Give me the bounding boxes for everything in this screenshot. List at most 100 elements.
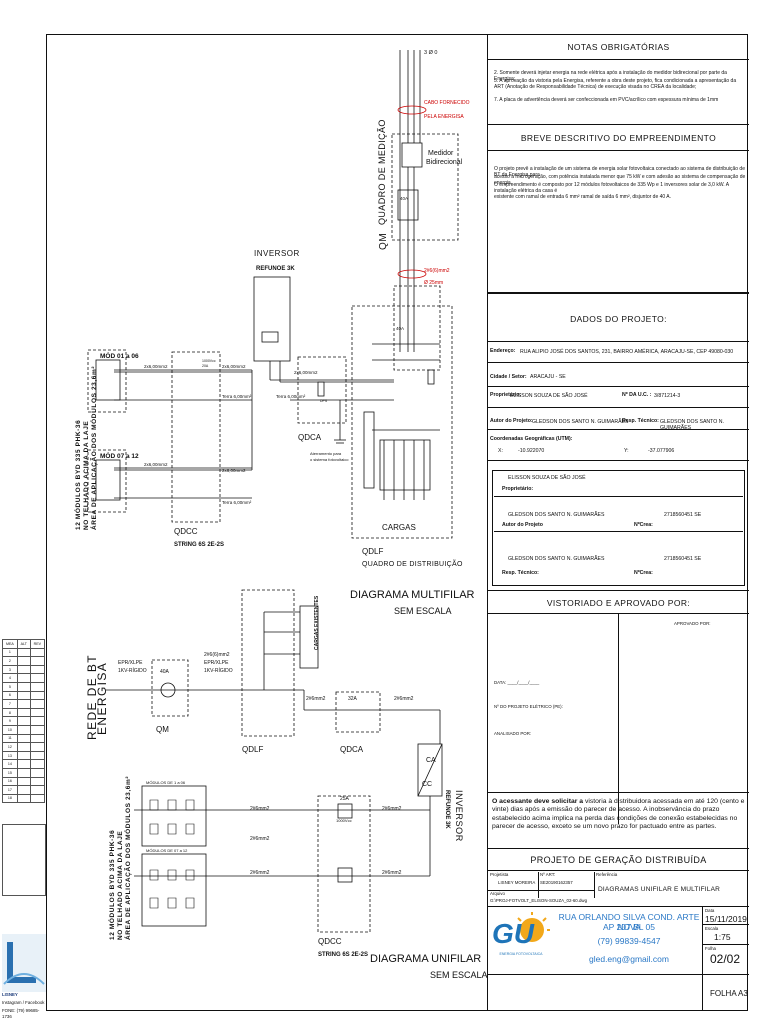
mf-qdlf: QDLF — [362, 547, 383, 556]
mf-group-2: MÓD 07 a 12 — [100, 451, 139, 460]
mf-cable-supply: CABO FORNECIDO — [424, 100, 470, 106]
uf-qm: QM — [156, 725, 169, 734]
revision-cell: 6 — [2, 690, 18, 701]
revision-cell — [29, 707, 46, 718]
mf-qdlf-sub: QUADRO DE DISTRIBUIÇÃO — [362, 559, 463, 568]
designer-value: LISNEY MOREIRA — [498, 880, 536, 885]
revision-row: 4 — [2, 673, 46, 683]
mf-ground-2: Terra 6,00mm² — [222, 500, 252, 505]
revision-cell — [29, 785, 46, 795]
col-divider — [538, 872, 539, 898]
mf-module-text-2: NO TELHADO ACIMA DA LAJE — [83, 421, 90, 530]
revision-cell: 18 — [2, 793, 18, 804]
revision-cell: 9 — [2, 716, 18, 726]
revision-cell: 13 — [2, 750, 18, 761]
revision-cell — [29, 733, 46, 744]
sig-resp-name: GLEDSON DOS SANTO N. GUIMARÃES — [508, 556, 605, 562]
approval-divider — [618, 614, 619, 824]
owner-value: ELISSON SOUZA DE SÃO JOSÉ — [510, 393, 588, 399]
uf-cable-f: 2#6mm2 — [250, 806, 270, 812]
revision-row: 8 — [2, 707, 46, 718]
mf-qm: QM — [378, 233, 389, 250]
revision-cell — [16, 647, 31, 658]
uf-qdcc: QDCC — [318, 937, 342, 946]
revision-cell — [16, 793, 31, 804]
uf-cable-e: 2#6mm2 — [394, 696, 414, 702]
revision-cell — [29, 664, 46, 675]
uf-title: DIAGRAMA UNIFILAR — [370, 953, 481, 965]
row-divider — [488, 362, 749, 363]
sig-crea-label-2: NºCrea: — [634, 570, 653, 576]
uc-value: 3/871214-3 — [654, 393, 681, 399]
row-divider — [488, 407, 749, 408]
strip-footer-social: Instagram / Facebook — [2, 1000, 45, 1005]
revision-cell — [16, 656, 31, 666]
mf-ground-note-2: o sistema fotovoltaico — [310, 457, 349, 462]
company-email: gled.eng@gmail.com — [589, 954, 669, 964]
uf-cable-c-2: 1KV-RÍGIDO — [204, 667, 233, 674]
revision-cell — [16, 724, 31, 735]
revision-row: 6 — [2, 690, 46, 701]
sig-line — [494, 531, 743, 532]
coord-y-label: Y: — [624, 448, 629, 454]
sheet-size: FOLHA A3 — [710, 989, 748, 998]
revision-row: 15 — [2, 767, 46, 778]
strip-header-2: ALT — [16, 639, 31, 649]
approval-header: VISTORIADO E APROVADO POR: — [488, 590, 749, 614]
uf-cable-j: 2#6mm2 — [250, 836, 270, 842]
uf-fuse-2: 1000Vcc — [336, 818, 352, 823]
right-panel: NOTAS OBRIGATÓRIAS 2. Somente deverá inj… — [487, 34, 749, 1011]
mf-dps: DPS — [320, 399, 328, 403]
mf-ground-note: Aterramento para — [310, 451, 342, 456]
uf-loads: CARGAS EXISTENTES — [314, 595, 320, 650]
strip-footer-name: LISNEY — [2, 992, 18, 997]
uf-cable-g: 2#6mm2 — [250, 870, 270, 876]
uf-cable-a-2: 1KV-RÍGIDO — [118, 667, 147, 674]
revision-row: 14 — [2, 759, 46, 769]
uf-cable-d: 2#6mm2 — [306, 696, 326, 702]
logo-text: GU — [492, 918, 534, 949]
revision-row: 12 — [2, 742, 46, 752]
revision-cell — [29, 750, 46, 761]
revision-cell: 4 — [2, 673, 18, 683]
revision-cell — [29, 742, 46, 752]
city-label: Cidade / Setor: — [490, 374, 527, 380]
revision-cell — [16, 707, 31, 718]
revision-row: 9 — [2, 716, 46, 726]
mf-inverter-model: REFUNOE 3K — [256, 266, 295, 272]
file-value: G:\PROJ-FOTVOLT_ELISON-SOUZA_02-60.dwg — [490, 898, 588, 903]
summary-line-2: acesso a microgeração, com potência inst… — [494, 174, 746, 187]
revision-cell — [29, 767, 46, 778]
sig-resp-label: Resp. Técnico: — [502, 570, 539, 576]
revision-row: 16 — [2, 776, 46, 787]
notes-header: NOTAS OBRIGATÓRIAS — [488, 34, 749, 60]
uf-mod2: MÓDULOS DE 07 a 12 — [146, 848, 188, 853]
uf-cable-i: 2#6mm2 — [382, 870, 402, 876]
sig-author-name: GLEDSON DOS SANTO N. GUIMARÃES — [508, 512, 605, 518]
drawing-frame — [46, 34, 748, 1011]
gu-logo-icon — [517, 912, 550, 942]
revision-cell — [16, 681, 31, 692]
date-value: 15/11/2019 — [705, 914, 747, 924]
uf-module-text-2: NO TELHADO ACIMA DA LAJE — [117, 831, 124, 940]
revision-cell — [16, 733, 31, 744]
revision-cell: 2 — [2, 656, 18, 666]
mf-module-text-3: ÁREA DE APLICAÇÃO DOS MÓDULOS 23,6m² — [89, 366, 98, 530]
mf-fuse-spec-2: 20A — [202, 364, 209, 368]
file-label: Arquivo — [490, 891, 505, 896]
row-divider — [488, 792, 749, 793]
designer-label: Projetista — [490, 872, 509, 877]
uf-cable-h: 2#6mm2 — [382, 806, 402, 812]
revision-cell — [29, 759, 46, 769]
mf-title: DIAGRAMA MULTIFILAR — [350, 589, 475, 601]
uf-network: REDE DE BT — [85, 654, 99, 740]
revision-cell — [29, 647, 46, 658]
mf-loads: CARGAS — [382, 523, 416, 532]
coord-x-label: X: — [498, 448, 503, 454]
approval-note: O acessante deve solicitar a vistoria à … — [492, 798, 746, 831]
sig-owner-name: ELISSON SOUZA DE SÃO JOSÉ — [508, 475, 586, 481]
summary-header: BREVE DESCRITIVO DO EMPREENDIMENTO — [488, 124, 749, 151]
